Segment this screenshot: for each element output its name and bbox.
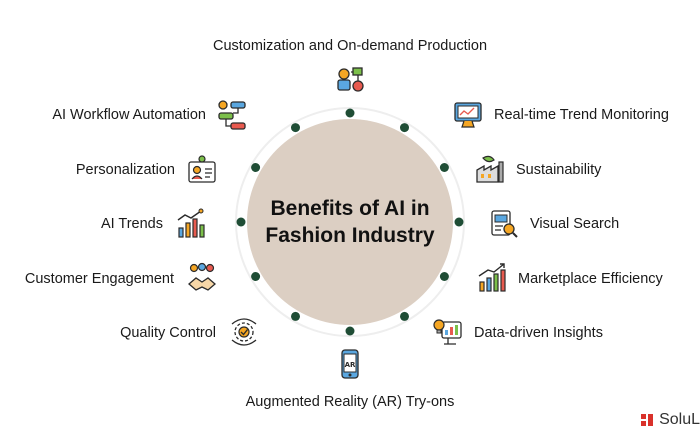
center-circle — [247, 119, 453, 325]
ring-dot — [236, 217, 246, 227]
ring-dot — [345, 326, 355, 336]
ring-dot — [400, 123, 409, 133]
benefit-quality-label: Quality Control — [120, 325, 216, 341]
monitor-icon — [454, 102, 482, 128]
quality-gear-icon — [231, 318, 257, 346]
benefit-ar-label: Augmented Reality (AR) Try-ons — [245, 394, 455, 410]
profile-card-icon — [188, 155, 216, 183]
center-title-line2: Fashion Industry — [265, 224, 435, 247]
ring-dot — [439, 163, 449, 172]
benefit-sustainability-label: Sustainability — [516, 162, 602, 178]
ring-dot — [251, 272, 261, 281]
ring-dots — [236, 108, 464, 336]
customization-icon — [337, 67, 364, 92]
benefit-insights-label: Data-driven Insights — [474, 325, 603, 341]
benefit-trends-label: AI Trends — [100, 216, 163, 232]
ring-dot — [439, 272, 449, 281]
svg-text:AR: AR — [345, 361, 356, 369]
benefit-personalization-label: Personalization — [75, 162, 175, 178]
insight-bulb-icon — [433, 319, 462, 345]
ring-dot — [291, 123, 300, 133]
brand-text: SoluL — [659, 411, 700, 428]
ring-dot — [454, 217, 464, 227]
ring-dot — [251, 163, 261, 172]
benefit-marketplace-label: Marketplace Efficiency — [518, 271, 663, 287]
search-document-icon — [491, 210, 518, 238]
growth-chart-icon — [478, 263, 506, 292]
workflow-icon — [218, 100, 246, 130]
benefit-visual-search-label: Visual Search — [530, 216, 620, 232]
ring-dot — [291, 311, 300, 321]
eco-factory-icon — [476, 155, 504, 183]
benefit-realtime-label: Real-time Trend Monitoring — [494, 107, 669, 123]
ar-phone-icon: AR — [341, 349, 359, 379]
benefit-customization-label: Customization and On-demand Production — [212, 38, 488, 54]
handshake-icon — [188, 262, 216, 291]
brand-logo-icon — [641, 414, 654, 426]
benefit-workflow-label: AI Workflow Automation — [52, 107, 206, 123]
brand-watermark: SoluL — [641, 411, 700, 429]
benefit-engagement-label: Customer Engagement — [24, 271, 174, 287]
ring-dot — [400, 311, 409, 321]
center-title: Benefits of AI in Fashion Industry — [250, 195, 450, 249]
trend-chart-icon — [177, 208, 205, 238]
ring-dot — [345, 108, 355, 118]
center-title-line1: Benefits of AI in — [270, 197, 430, 220]
